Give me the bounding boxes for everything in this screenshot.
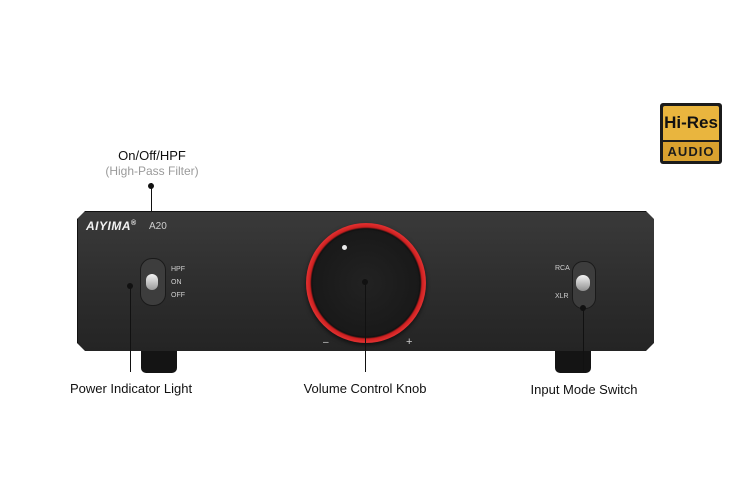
model-label: A20 [149,221,167,232]
input-label-rca: RCA [555,265,570,272]
brand-text: AIYIMA [86,219,131,233]
badge-audio-text: AUDIO [663,142,719,161]
badge-hi-res-text: Hi-Res [663,106,719,140]
brand-logo: AIYIMA® [86,219,137,233]
power-indicator-callout: Power Indicator Light [69,381,193,396]
input-mode-toggle-switch[interactable] [576,275,590,291]
volume-plus-label: + [406,336,413,348]
power-switch-callout-title: On/Off/HPF [118,148,186,163]
input-mode-callout: Input Mode Switch [530,382,638,397]
volume-minus-label: – [323,337,329,348]
volume-knob-indicator-dot [342,245,347,250]
amplifier-foot-left [141,351,177,373]
input-label-xlr: XLR [555,293,569,300]
input-mode-leader-line [583,308,584,372]
power-hpf-toggle-switch[interactable] [146,274,158,290]
power-switch-leader-dot [148,183,154,189]
hi-res-audio-badge: Hi-Res AUDIO [660,103,722,164]
volume-knob-callout: Volume Control Knob [303,381,427,396]
switch-label-off: OFF [171,292,185,299]
volume-knob-leader-line [365,282,366,372]
power-switch-callout-subtitle: (High-Pass Filter) [105,164,199,178]
registered-mark: ® [131,220,137,227]
switch-label-on: ON [171,279,182,286]
amplifier-foot-right [555,351,591,373]
switch-label-hpf: HPF [171,266,185,273]
power-indicator-leader-line [130,286,131,372]
